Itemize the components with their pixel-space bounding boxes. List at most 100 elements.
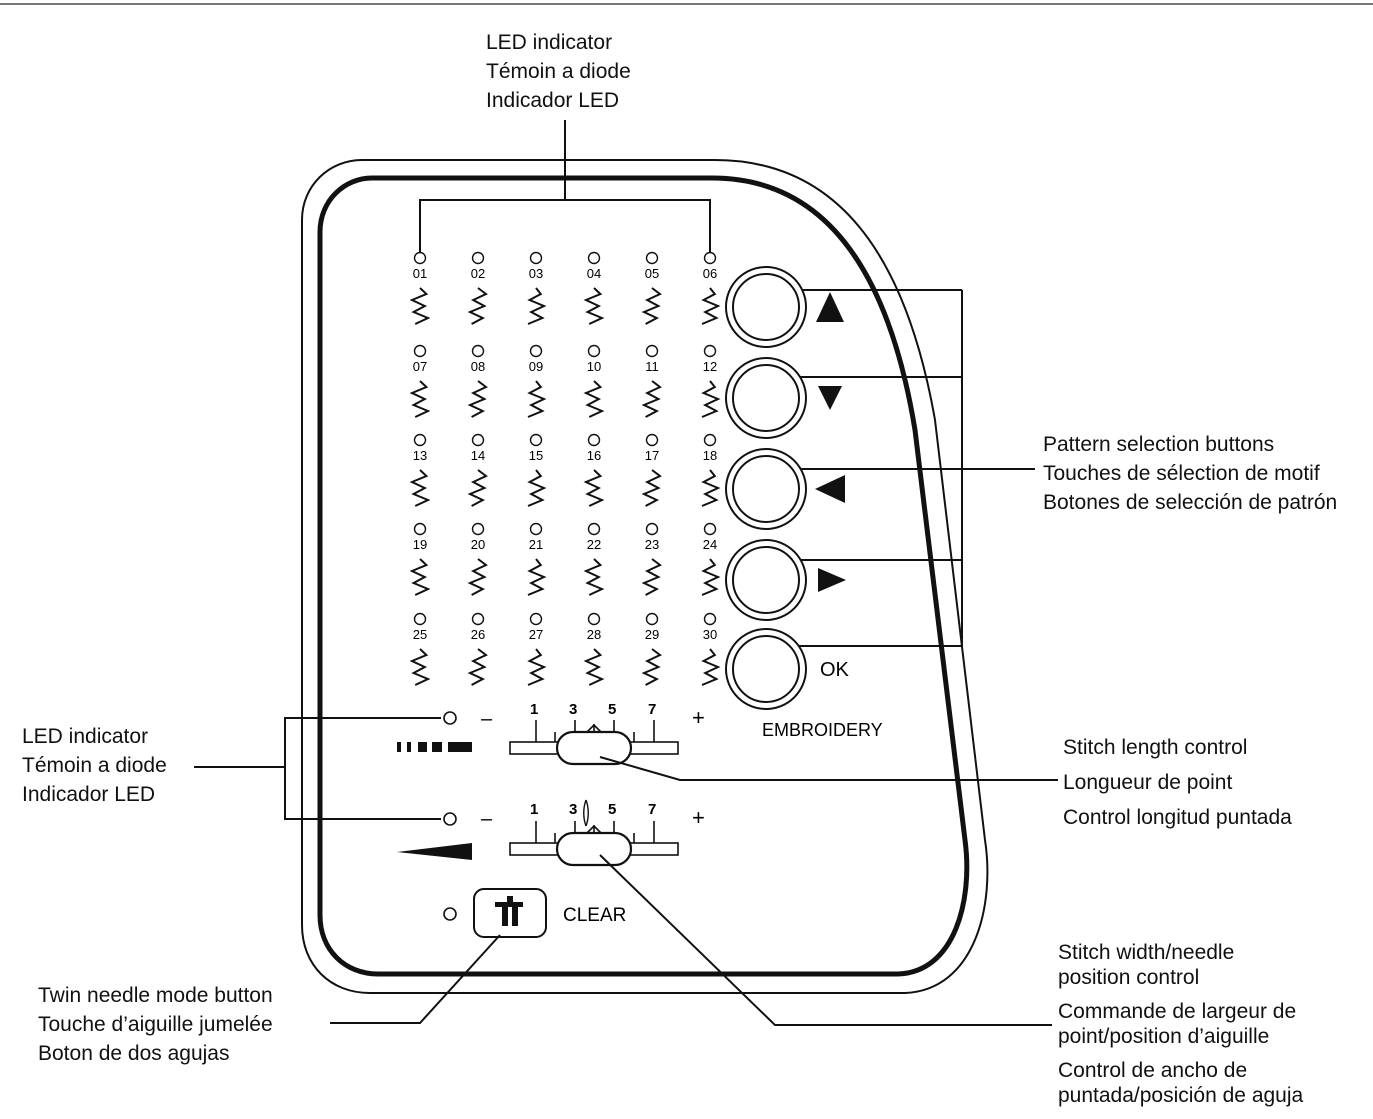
pattern-cell: 03 [527,251,547,325]
button-inner-ring [732,635,800,703]
pattern-number: 21 [529,537,543,552]
pattern-number: 24 [703,537,717,552]
pattern-number: 26 [471,627,485,642]
label-stitch-length: Stitch length control Longueur de point … [1063,730,1292,835]
pattern-led [529,612,543,626]
pattern-number: 29 [645,627,659,642]
pattern-number: 14 [471,448,485,463]
stitch-length-leader [599,756,1058,781]
led-length [443,711,457,725]
pattern-led [587,612,601,626]
pattern-cell: 19 [409,522,431,596]
pattern-led [471,612,485,626]
pattern-number: 04 [587,266,601,281]
stitch-pattern-icon [409,287,431,325]
length-slider-knob[interactable] [555,730,633,766]
stitch-pattern-icon [467,469,488,507]
led-width [443,812,457,826]
label-led-left: LED indicator Témoin a diode Indicador L… [22,722,167,809]
pattern-cell: 05 [641,251,662,325]
length-plus: + [692,705,705,730]
stitch-pattern-icon [701,469,721,507]
stitch-width-leader [599,854,1052,1026]
arrow-right-icon [818,568,846,592]
ok-button[interactable] [725,628,807,710]
pattern-down-button[interactable] [725,357,842,439]
pattern-number: 02 [471,266,485,281]
width-tick-5: 5 [608,801,616,818]
pattern-right-button[interactable] [725,539,846,621]
label-stitch-width-en-2: position control [1058,966,1200,989]
twin-needle-icon [495,896,523,926]
label-twin-needle-en: Twin needle mode button [38,984,273,1007]
stitch-pattern-icon [409,558,431,596]
pattern-cell: 07 [409,344,431,418]
arrow-up-icon [816,292,844,322]
stitch-pattern-icon [583,380,605,418]
stitch-pattern-icon [527,558,547,596]
led-top-leader [419,120,711,252]
pattern-cell: 26 [467,612,488,686]
pattern-number: 15 [529,448,543,463]
pattern-number: 10 [587,359,601,374]
stitch-pattern-icon [701,380,721,418]
pattern-number: 25 [413,627,427,642]
label-pattern-en: Pattern selection buttons [1043,433,1275,456]
twin-needle-button[interactable] [473,888,547,938]
pattern-cell: 09 [527,344,547,418]
needle-position-icon [583,799,589,827]
stitch-pattern-icon [701,287,721,325]
pattern-cell: 30 [701,612,721,686]
stitch-pattern-icon [641,287,662,325]
stitch-length-control[interactable]: – + 1 3 5 7 [397,701,705,766]
button-inner-ring [732,546,800,614]
label-pattern-selection: Pattern selection buttons Touches de sél… [1043,430,1337,517]
clear-label: CLEAR [563,905,626,926]
stitch-pattern-icon [701,558,721,596]
stitch-pattern-icon [701,648,721,686]
pattern-number: 30 [703,627,717,642]
label-stitch-width-en-1: Stitch width/needle [1058,941,1235,964]
label-stitch-width-es-2: puntada/posición de aguja [1058,1084,1304,1107]
pattern-cell: 24 [701,522,721,596]
led-twin-needle [443,907,457,921]
pattern-left-button[interactable] [725,448,845,530]
pattern-led [529,251,543,265]
pattern-cell: 02 [467,251,488,325]
length-tick-5: 5 [608,701,616,718]
stitch-pattern-icon [409,469,431,507]
label-twin-needle: Twin needle mode button Touche d’aiguill… [38,981,273,1068]
stitch-pattern-icon [409,380,431,418]
pattern-up-button[interactable] [725,266,844,348]
stitch-width-control[interactable]: – + 1 3 5 7 [397,799,705,867]
pattern-number: 11 [645,359,659,374]
stitch-pattern-icon [527,287,547,325]
twin-needle-control[interactable]: CLEAR [443,888,626,938]
pattern-number: 13 [413,448,427,463]
pattern-led [587,344,601,358]
ok-label: OK [820,659,850,681]
pattern-cell: 16 [583,433,605,507]
pattern-led [703,251,717,265]
pattern-led [587,433,601,447]
pattern-number: 18 [703,448,717,463]
pattern-led [529,433,543,447]
stitch-pattern-icon [409,648,431,686]
pattern-led [703,433,717,447]
pattern-cell: 01 [409,251,431,325]
width-slider-knob[interactable] [555,831,633,867]
pattern-cell: 06 [701,251,721,325]
pattern-cell: 10 [583,344,605,418]
button-outer-ring [725,628,807,710]
stitch-pattern-icon [641,648,662,686]
width-tick-1: 1 [530,801,538,818]
pattern-cell: 12 [701,344,721,418]
pattern-led [529,522,543,536]
pattern-cell: 14 [467,433,488,507]
embroidery-label: EMBROIDERY [762,720,883,740]
stitch-length-icon [397,742,472,752]
pattern-number: 27 [529,627,543,642]
pattern-cell: 21 [527,522,547,596]
